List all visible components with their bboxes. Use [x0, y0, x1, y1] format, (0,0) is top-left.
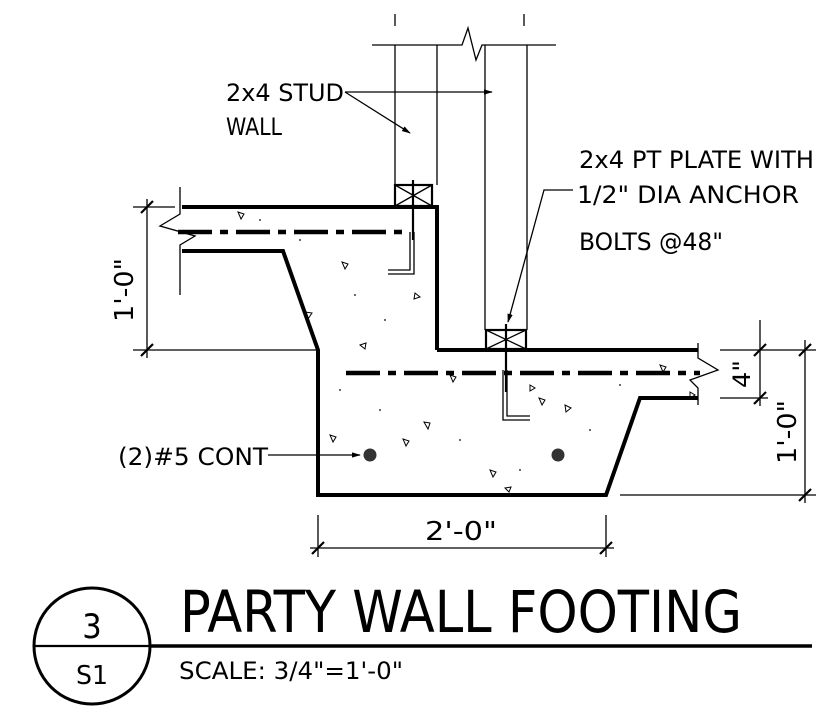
sheet-number: S1 — [76, 661, 108, 691]
detail-number: 3 — [82, 607, 101, 647]
footing-outline — [158, 187, 720, 497]
dimension-footing-width — [310, 515, 614, 557]
stud-wall-label-line1: 2x4 STUD — [226, 79, 344, 107]
pt-plate-label-line2: 1/2" DIA ANCHOR — [577, 181, 799, 209]
pt-plate-leader — [507, 189, 573, 323]
concrete-aggregate-hatch — [237, 211, 696, 493]
rebar-label: (2)#5 CONT — [118, 443, 269, 471]
drawing-title: PARTY WALL FOOTING — [180, 578, 742, 646]
stud-wall-label-line2: WALL — [226, 113, 282, 141]
dimension-left-height — [133, 199, 320, 358]
pt-plate-upper — [393, 180, 434, 240]
dimension-right-height-label: 1'-0" — [773, 400, 803, 464]
rebar-bar-left — [363, 448, 377, 462]
rebar-bar-right — [551, 448, 565, 462]
stud-wall-leaders — [344, 89, 493, 134]
stud-wall — [372, 14, 556, 330]
pt-plate-lower — [484, 324, 528, 392]
rebar-lines — [178, 229, 700, 421]
dimension-footing-width-label: 2'-0" — [425, 517, 497, 547]
drawing-scale: SCALE: 3/4"=1'-0" — [179, 657, 403, 685]
pt-plate-label-line1: 2x4 PT PLATE WITH — [579, 146, 814, 174]
pt-plate-label-line3: BOLTS @48" — [579, 228, 723, 256]
dimension-left-height-label: 1'-0" — [110, 258, 140, 322]
dimension-right-heights — [620, 320, 816, 503]
dimension-right-top-label: 4" — [728, 360, 756, 388]
